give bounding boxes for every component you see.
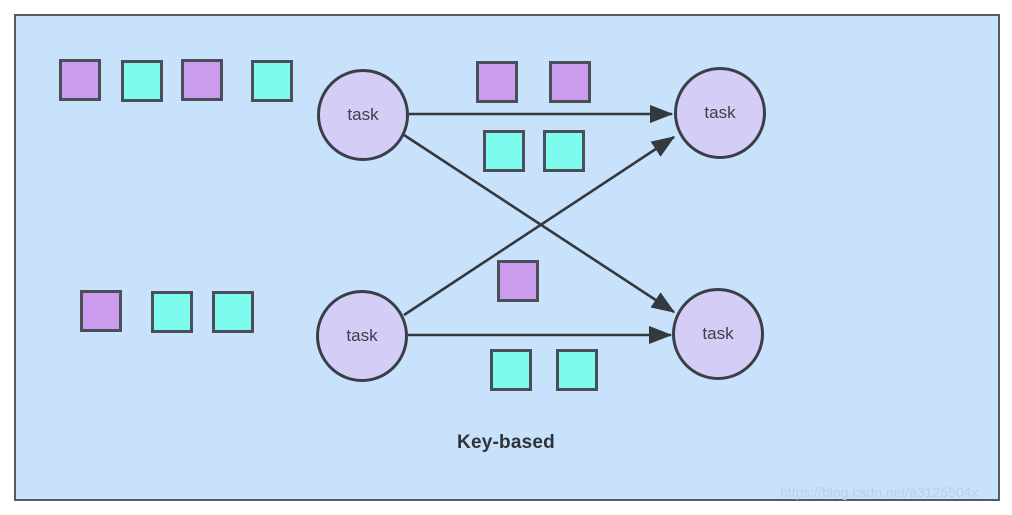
- record-square-cyan: [151, 291, 193, 333]
- record-square-purple: [59, 59, 101, 101]
- record-square-cyan: [483, 130, 525, 172]
- node-label: task: [346, 326, 378, 345]
- record-square-purple: [497, 260, 539, 302]
- node-label: task: [704, 103, 736, 122]
- record-square-purple: [476, 61, 518, 103]
- node-task-top-right[interactable]: task: [674, 67, 766, 159]
- record-square-cyan: [251, 60, 293, 102]
- node-label: task: [702, 324, 734, 343]
- node-label: task: [347, 105, 379, 124]
- record-square-purple: [549, 61, 591, 103]
- node-task-bottom-left[interactable]: task: [316, 290, 408, 382]
- node-task-top-left[interactable]: task: [317, 69, 409, 161]
- record-square-purple: [181, 59, 223, 101]
- record-square-cyan: [121, 60, 163, 102]
- watermark-label: https://blog.csdn.net/a3125504x: [780, 484, 979, 500]
- diagram-caption: Key-based: [457, 432, 555, 453]
- node-task-bottom-right[interactable]: task: [672, 288, 764, 380]
- record-square-purple: [80, 290, 122, 332]
- record-square-cyan: [490, 349, 532, 391]
- record-square-cyan: [543, 130, 585, 172]
- record-square-cyan: [556, 349, 598, 391]
- record-square-cyan: [212, 291, 254, 333]
